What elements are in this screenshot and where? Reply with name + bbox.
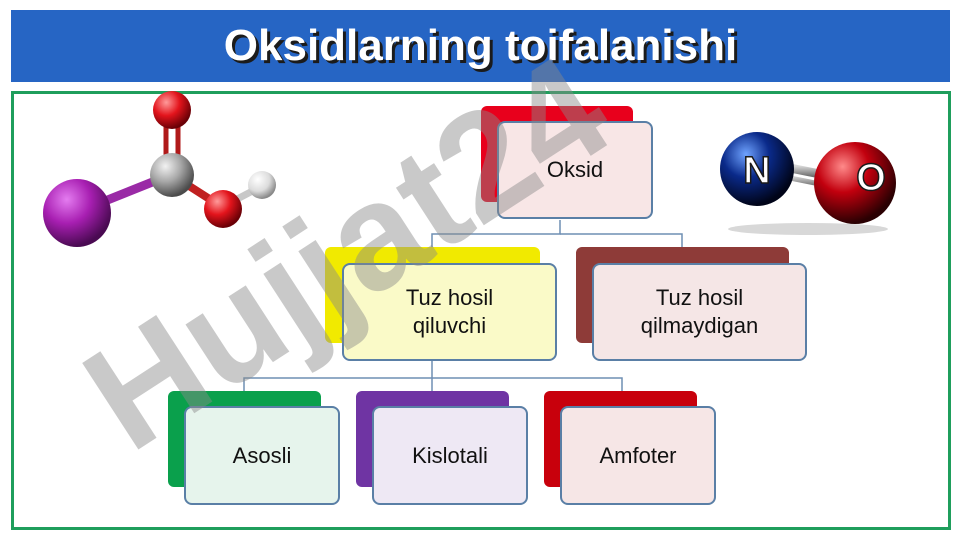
asosli-label: Asosli [232, 442, 292, 468]
tuz-hosil-qilmaydigan-line2: qilmaydigan [640, 313, 759, 338]
tuz-hosil-qiluvchi-line1: Tuz hosil [405, 285, 494, 310]
oksid-label: Oksid [546, 157, 604, 182]
kislotali-node: Kislotali [372, 406, 528, 505]
tuz-hosil-qiluvchi-line2: qiluvchi [412, 313, 487, 338]
amfoter-label: Amfoter [599, 442, 677, 468]
tuz-hosil-qiluvchi-node: Tuz hosil qiluvchi [342, 263, 557, 361]
content-frame [11, 91, 951, 530]
tuz-hosil-qilmaydigan-node: Tuz hosil qilmaydigan [592, 263, 807, 361]
oksid-node: Oksid [497, 121, 653, 219]
page-title: Oksidlarning toifalanishi [223, 21, 738, 70]
kislotali-label: Kislotali [412, 442, 488, 468]
tuz-hosil-qilmaydigan-line1: Tuz hosil [655, 285, 744, 310]
asosli-node: Asosli [184, 406, 340, 505]
amfoter-node: Amfoter [560, 406, 716, 505]
title-bar: Oksidlarning toifalanishi [11, 10, 950, 82]
